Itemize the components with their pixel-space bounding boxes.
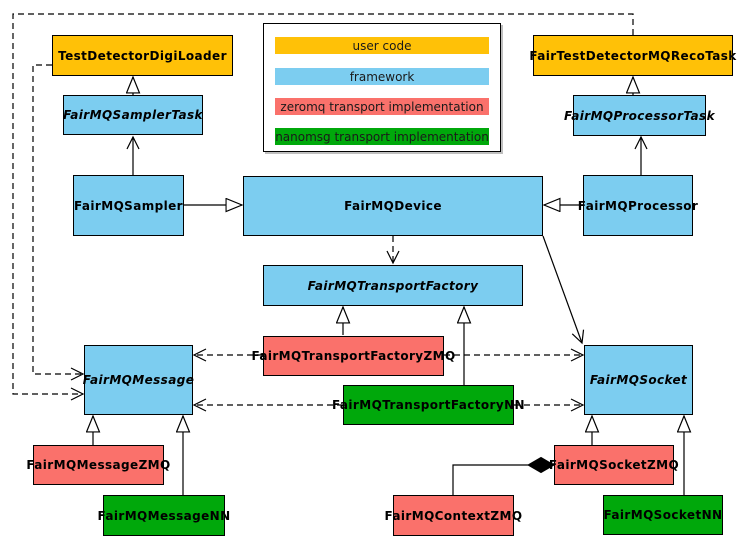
node-fairmq-context-zmq: FairMQContextZMQ [385,495,522,536]
node-fairmq-sampler-task: FairMQSamplerTask [63,95,203,135]
edge-digiLoader-message [32,64,85,381]
node-label: FairMQContextZMQ [384,508,523,523]
node-fairmq-socket: FairMQSocket [584,345,693,415]
legend-item-user-code: user code [275,37,489,54]
node-label: FairMQMessage [82,373,195,387]
edge-contextZMQ-socketZMQ [452,464,528,495]
edge-recoTask-message [12,13,634,401]
node-fair-test-detector-mq-reco-task: FairTestDetectorMQRecoTask [529,35,736,76]
edge-device-socket [542,235,585,345]
node-fairmq-transport-factory-nn: FairMQTransportFactoryNN [332,385,525,425]
legend-item-zeromq: zeromq transport implementation [275,98,489,115]
node-label: FairMQProcessor [577,198,699,213]
node-label: FairTestDetectorMQRecoTask [529,48,737,63]
composition-diamond-icon [526,456,556,474]
legend-label: nanomsg transport implementation [275,129,489,144]
node-fairmq-message: FairMQMessage [82,345,195,415]
node-label: FairMQMessageNN [97,508,231,523]
node-label: FairMQSampler [74,198,183,213]
node-test-detector-digi-loader: TestDetectorDigiLoader [52,35,233,76]
node-label: FairMQDevice [344,199,442,213]
node-fairmq-socket-nn: FairMQSocketNN [603,495,723,535]
legend-label: zeromq transport implementation [280,99,484,114]
node-fairmq-message-nn: FairMQMessageNN [97,495,230,536]
legend-item-nanomsg: nanomsg transport implementation [275,128,489,145]
node-label: FairMQSocketNN [603,508,723,522]
node-fairmq-sampler: FairMQSampler [73,175,184,236]
node-label: FairMQTransportFactory [307,278,479,293]
node-label: FairMQSocketZMQ [548,458,680,472]
node-fairmq-processor-task: FairMQProcessorTask [564,95,715,136]
node-label: FairMQTransportFactoryZMQ [251,349,456,363]
node-label: FairMQSamplerTask [63,108,203,122]
node-fairmq-message-zmq: FairMQMessageZMQ [26,445,170,485]
node-label: TestDetectorDigiLoader [58,48,227,63]
node-fairmq-transport-factory-zmq: FairMQTransportFactoryZMQ [251,336,455,376]
node-fairmq-transport-factory: FairMQTransportFactory [263,265,523,306]
legend-label: framework [349,69,415,84]
legend-label: user code [352,38,412,53]
node-label: FairMQSocket [589,373,688,387]
node-fairmq-processor: FairMQProcessor [578,175,698,236]
legend-item-framework: framework [275,68,489,85]
node-fairmq-device: FairMQDevice [243,176,543,236]
node-label: FairMQMessageZMQ [26,458,171,472]
node-label: FairMQProcessorTask [564,108,715,123]
node-fairmq-socket-zmq: FairMQSocketZMQ [549,445,679,485]
legend: user code framework zeromq transport imp… [263,23,501,152]
node-label: FairMQTransportFactoryNN [332,398,525,412]
